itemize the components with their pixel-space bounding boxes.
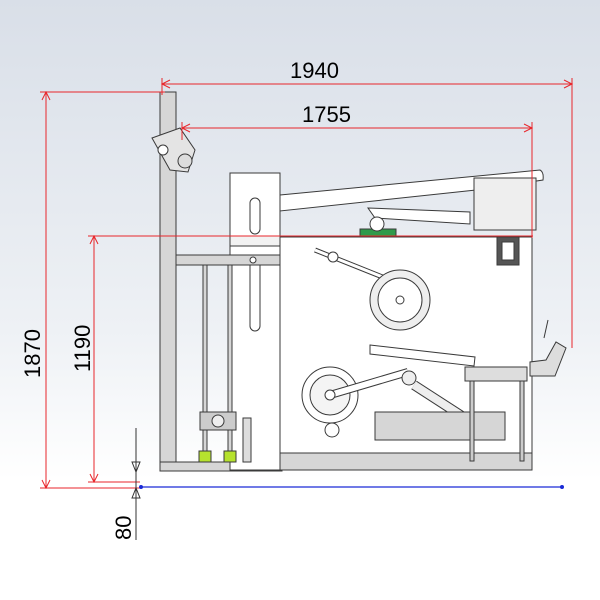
foot-right (223, 450, 237, 463)
lower-table (374, 411, 506, 441)
slot (249, 197, 261, 235)
clearance-dimension (131, 428, 141, 540)
dim-frame-height: 1190 (70, 325, 95, 372)
top-box (473, 177, 537, 231)
linkage-arm (367, 207, 471, 225)
dim-overall-height: 1870 (20, 329, 45, 378)
dim-base-clearance: 80 (111, 516, 136, 540)
frame-base (279, 452, 533, 471)
crossbar (175, 254, 281, 266)
dimension-lines (40, 78, 574, 490)
foot-left (198, 450, 212, 463)
machine-side-view (151, 91, 567, 472)
dim-roller-width: 1755 (302, 102, 351, 127)
dim-overall-width: 1940 (290, 58, 339, 83)
